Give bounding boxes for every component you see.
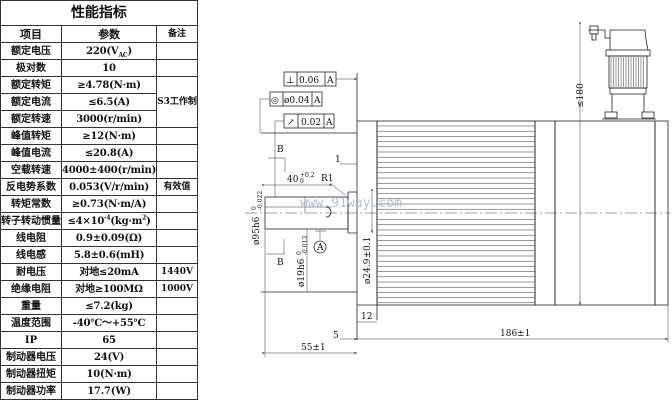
svg-text:55±1: 55±1 [301,343,326,353]
table-row: 温度范围-40℃～+55℃ [0,314,198,332]
table-row: 额定电流≤6.5(A) [0,93,198,111]
svg-text:A: A [313,96,321,106]
svg-text:+0.2: +0.2 [300,172,315,179]
svg-text:⊥: ⊥ [286,76,294,86]
header-item: 项目 [0,25,62,43]
svg-text:ø24.9±0.1: ø24.9±0.1 [363,237,373,284]
svg-text:40: 40 [287,175,299,185]
svg-text:-0.013: -0.013 [302,236,309,255]
connector [588,25,656,120]
svg-text:186±1: 186±1 [500,329,530,339]
note-value: S3工作制 [156,76,198,128]
svg-text:ø95h6: ø95h6 [252,216,262,245]
table-row: 转子转动惯量≤4×10-4(kg·m2) [0,212,198,230]
dimension-labels: B B 40 +0.2 0 R1 1 A ø95h6 0 -0.022 ø19h… [251,22,669,357]
svg-text:ø19h6: ø19h6 [297,258,307,287]
svg-text:12: 12 [361,312,372,322]
svg-text:R1: R1 [321,174,334,184]
parameter-value: 17.7(W) [60,382,158,400]
table-row: 额定转矩≥4.78(N·m)S3工作制 [0,76,198,128]
note-value: 有效值 [156,178,198,196]
svg-text:0.02: 0.02 [301,118,321,128]
svg-text:A: A [325,118,333,128]
svg-text:0: 0 [251,206,258,210]
svg-text:A: A [326,76,334,86]
shaft-shoulder [347,191,357,234]
motor-body [376,120,669,306]
svg-text:0: 0 [296,251,303,255]
svg-text:1: 1 [335,155,341,165]
svg-text:5: 5 [333,331,339,341]
svg-text:0: 0 [300,178,304,185]
svg-text:◎: ◎ [271,96,279,106]
tolerance-frame-perpendicularity: ⊥ 0.06 A [283,71,357,87]
svg-text:B: B [277,145,284,155]
svg-text:↗: ↗ [287,118,295,128]
note-value [156,382,198,400]
svg-text:ø0.04: ø0.04 [284,96,310,106]
table-row: 峰值转矩≥12(N·m) [0,127,198,145]
watermark: www.91way.com [300,196,402,211]
svg-text:0.06: 0.06 [299,76,319,86]
svg-text:A: A [316,243,324,253]
tolerance-frame-concentricity: ◎ ø0.04 A [259,91,323,133]
flange-plate [357,120,378,320]
svg-text:B: B [277,258,284,268]
svg-text:≤180: ≤180 [576,83,586,108]
table-title: 性能指标 [0,0,198,26]
flange-pilot [261,73,358,340]
svg-text:-0.022: -0.022 [257,191,264,210]
tolerance-frame-runout: ↗ 0.02 A [274,113,335,197]
